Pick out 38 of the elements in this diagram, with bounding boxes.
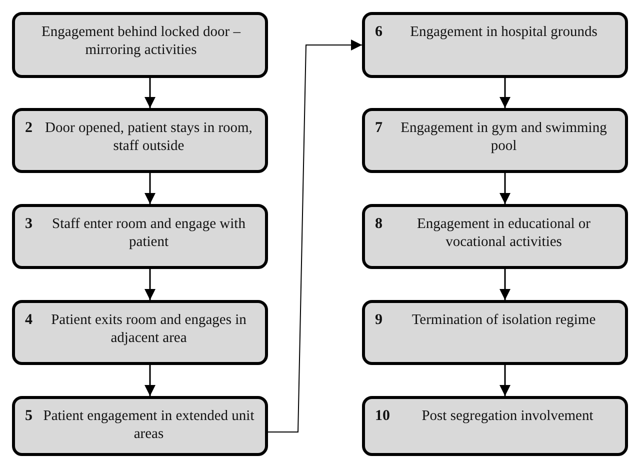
process-box	[12, 108, 268, 173]
step-number: 5	[25, 407, 32, 425]
step-text: Engagement in educational or vocational activities	[416, 215, 592, 251]
step-number: 9	[375, 311, 382, 329]
arrow	[500, 173, 510, 204]
arrow	[144, 78, 156, 108]
process-box	[12, 300, 268, 365]
step-text: Door opened, patient stays in room, staff outside	[44, 119, 254, 155]
process-box	[12, 204, 268, 269]
process-box	[12, 12, 268, 78]
step-number: 8	[375, 215, 382, 233]
arrow	[500, 365, 510, 396]
arrow	[144, 173, 156, 204]
step-number: 3	[25, 215, 32, 233]
step-number: 7	[375, 119, 382, 137]
step-number: 10	[375, 407, 390, 425]
process-box	[362, 204, 628, 269]
step-number: 4	[25, 311, 32, 329]
step-text: Patient exits room and engages in adjacent area	[50, 311, 248, 347]
process-box	[362, 12, 628, 78]
step-text: Patient engagement in extended unit areas	[42, 407, 256, 443]
arrow	[500, 269, 510, 300]
arrow	[144, 365, 156, 396]
step-number: 6	[375, 23, 382, 41]
step-text: Post segregation involvement	[420, 407, 594, 425]
arrow	[500, 78, 510, 108]
step-text: Termination of isolation regime	[410, 311, 597, 329]
arrow	[268, 40, 362, 432]
step-number: 2	[25, 119, 32, 137]
process-box	[12, 396, 268, 456]
step-text: Engagement in hospital grounds	[409, 23, 598, 41]
step-text: Engagement behind locked door – mirroring activities	[40, 23, 242, 59]
step-text: Engagement in gym and swimming pool	[400, 119, 608, 155]
arrow	[144, 269, 156, 300]
process-box	[362, 108, 628, 173]
process-box	[362, 396, 628, 456]
step-text: Staff enter room and engage with patient	[51, 215, 246, 251]
process-box	[362, 300, 628, 365]
